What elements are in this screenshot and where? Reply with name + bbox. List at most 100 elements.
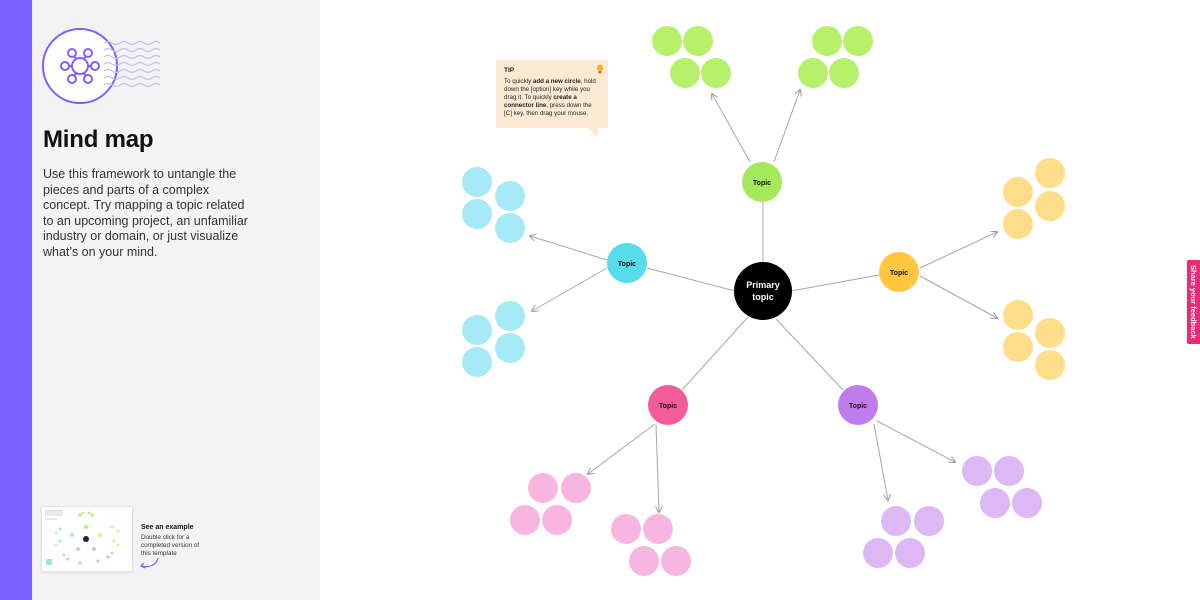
subtopic-circle[interactable] [643, 514, 673, 544]
subtopic-circle[interactable] [495, 181, 525, 211]
subtopic-circle[interactable] [829, 58, 859, 88]
topic-node-yellow[interactable]: Topic [879, 252, 919, 292]
connector-lines [530, 90, 997, 512]
connector-arrow[interactable] [873, 423, 888, 500]
subtopic-circle[interactable] [661, 546, 691, 576]
subtopic-cluster-blue-bottom [462, 301, 525, 377]
subtopic-circle[interactable] [495, 301, 525, 331]
connector-arrow[interactable] [876, 420, 955, 462]
tip-text: To quickly add a new circle, hold down t… [504, 78, 600, 118]
topic-label: Topic [753, 180, 771, 187]
tip-text-part: , hold down the [option] key while you d… [504, 78, 596, 101]
tip-text-part: To quickly [504, 78, 533, 85]
primary-topic-label-line2: topic [752, 292, 774, 302]
tip-text-bold: create a connector line [504, 94, 577, 109]
topic-circle[interactable] [648, 385, 688, 425]
connector-arrow[interactable] [532, 267, 608, 311]
mind-map-network-icon [60, 48, 100, 84]
topic-node-green[interactable]: Topic [742, 162, 782, 202]
subtopic-cluster-yellow-top [1003, 158, 1065, 239]
page-title: Mind map [43, 126, 154, 153]
connector-arrow[interactable] [656, 424, 659, 512]
subtopic-circle[interactable] [863, 538, 893, 568]
topic-circle[interactable] [879, 252, 919, 292]
page-description: Use this framework to untangle the piece… [43, 167, 248, 259]
subtopic-circle[interactable] [962, 456, 992, 486]
subtopic-circle[interactable] [528, 473, 558, 503]
subtopic-cluster-blue-top [462, 167, 525, 243]
subtopic-circle[interactable] [1035, 158, 1065, 188]
topic-label: Topic [849, 403, 867, 410]
accent-bar [0, 0, 32, 600]
curved-arrow-icon [139, 557, 159, 569]
connector-arrow[interactable] [712, 94, 751, 163]
topic-circle[interactable] [607, 243, 647, 283]
example-preview-image [45, 510, 120, 565]
subtopic-circle[interactable] [495, 213, 525, 243]
subtopic-circle[interactable] [1012, 488, 1042, 518]
example-title: See an example [141, 524, 194, 531]
subtopic-circle[interactable] [670, 58, 700, 88]
subtopic-circle[interactable] [561, 473, 591, 503]
connector-arrow[interactable] [530, 236, 608, 261]
connector-arrow[interactable] [919, 275, 997, 318]
subtopic-circle[interactable] [652, 26, 682, 56]
subtopic-circle[interactable] [462, 315, 492, 345]
topic-circle[interactable] [742, 162, 782, 202]
example-description: Double click for a completed version of … [141, 534, 200, 557]
connector-line[interactable] [775, 318, 844, 391]
connector-line[interactable] [646, 267, 736, 292]
subtopic-cluster-purple-left [863, 506, 944, 568]
connector-line[interactable] [790, 274, 880, 292]
subtopic-circle[interactable] [462, 199, 492, 229]
topic-circle[interactable] [838, 385, 878, 425]
subtopic-circle[interactable] [1003, 332, 1033, 362]
subtopic-circle[interactable] [1003, 177, 1033, 207]
subtopic-circle[interactable] [495, 333, 525, 363]
tip-sticky-note[interactable]: TIP To quickly add a new circle, hold do… [496, 60, 608, 128]
mind-map-canvas[interactable]: Topic Topic Topic Topic Topic Primary to… [320, 0, 1200, 600]
subtopic-circle[interactable] [611, 514, 641, 544]
subtopic-circle[interactable] [895, 538, 925, 568]
template-logo [42, 28, 167, 110]
subtopic-cluster-pink-left [510, 473, 591, 535]
topic-node-pink[interactable]: Topic [648, 385, 688, 425]
topic-node-purple[interactable]: Topic [838, 385, 878, 425]
subtopic-circle[interactable] [462, 347, 492, 377]
connector-arrow[interactable] [773, 90, 800, 163]
wavy-lines-decoration [104, 40, 161, 88]
topic-node-blue[interactable]: Topic [607, 243, 647, 283]
subtopic-circle[interactable] [843, 26, 873, 56]
share-feedback-tab[interactable]: Share your feedback [1187, 260, 1200, 344]
subtopic-circle[interactable] [683, 26, 713, 56]
primary-topic-node[interactable]: Primary topic [734, 262, 792, 320]
subtopic-circle[interactable] [914, 506, 944, 536]
subtopic-circle[interactable] [1035, 350, 1065, 380]
tip-heading: TIP [504, 67, 515, 74]
subtopic-circle[interactable] [701, 58, 731, 88]
subtopic-circle[interactable] [1035, 191, 1065, 221]
subtopic-circle[interactable] [510, 505, 540, 535]
connector-line[interactable] [681, 316, 749, 391]
subtopic-circle[interactable] [542, 505, 572, 535]
subtopic-circle[interactable] [798, 58, 828, 88]
primary-topic-label-line1: Primary [746, 280, 780, 290]
subtopic-circle[interactable] [812, 26, 842, 56]
example-thumbnail[interactable] [41, 506, 133, 572]
connector-arrow[interactable] [919, 232, 997, 269]
subtopic-circle[interactable] [462, 167, 492, 197]
primary-topic-circle[interactable] [734, 262, 792, 320]
subtopic-circle[interactable] [980, 488, 1010, 518]
subtopic-circle[interactable] [881, 506, 911, 536]
subtopic-cluster-pink-right [611, 514, 691, 576]
subtopic-circle[interactable] [629, 546, 659, 576]
subtopic-circle[interactable] [1003, 209, 1033, 239]
subtopic-cluster-purple-right [962, 456, 1042, 518]
connector-arrow[interactable] [588, 423, 656, 474]
lightbulb-icon [596, 64, 604, 74]
subtopic-circle[interactable] [1003, 300, 1033, 330]
subtopic-cluster-yellow-bottom [1003, 300, 1065, 380]
tip-text-part: , press down the [C] key, then drag your… [504, 102, 592, 117]
subtopic-circle[interactable] [1035, 318, 1065, 348]
subtopic-circle[interactable] [994, 456, 1024, 486]
